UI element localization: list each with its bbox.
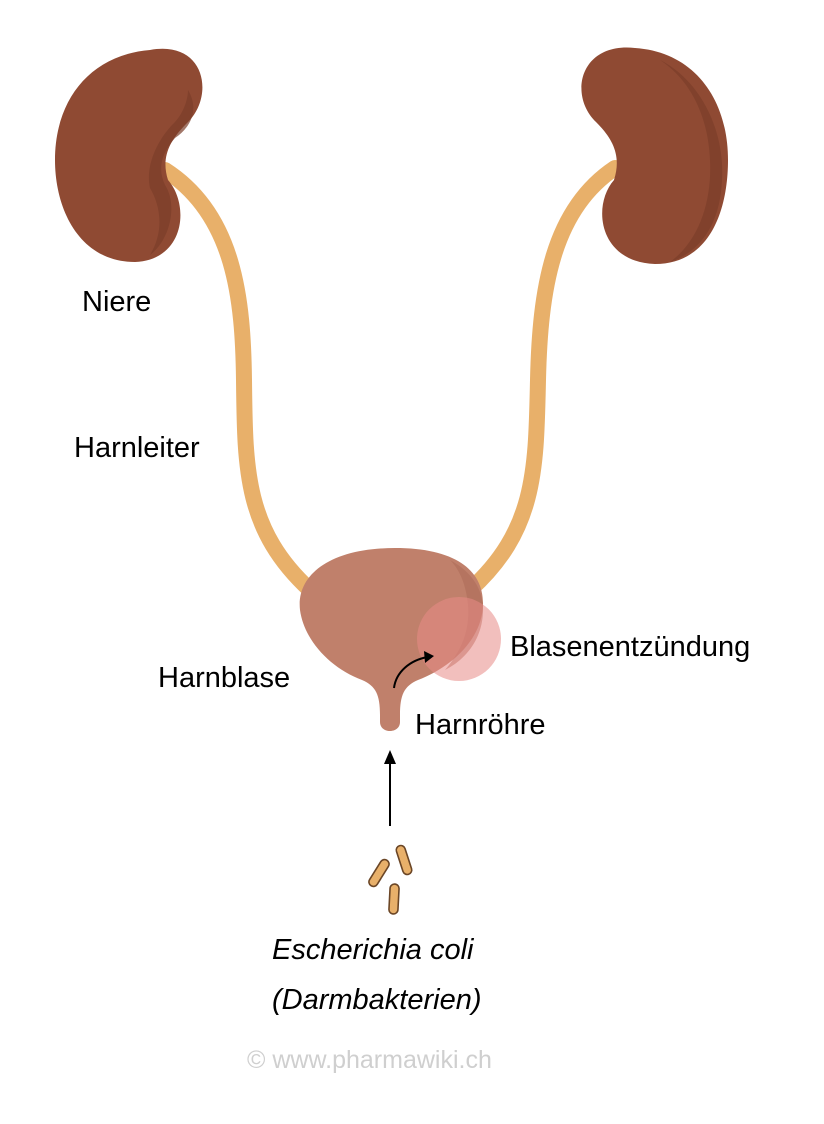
curved-arrow	[393, 651, 434, 689]
right-kidney	[581, 47, 728, 265]
left-kidney	[55, 48, 203, 262]
ureter-label: Harnleiter	[74, 432, 200, 464]
right-ureter	[462, 160, 623, 598]
bacterium	[395, 844, 413, 876]
urethra-label: Harnröhre	[415, 709, 546, 741]
bladder-label: Harnblase	[158, 662, 291, 694]
left-ureter	[157, 162, 318, 598]
inflammation-spot	[417, 597, 501, 681]
watermark: © www.pharmawiki.ch	[247, 1046, 492, 1074]
bacterium	[388, 883, 400, 915]
bacteria-label-line2: (Darmbakterien)	[272, 984, 482, 1016]
bacterium	[368, 858, 390, 888]
bacteria-group	[368, 844, 413, 915]
inflammation-label: Blasenentzündung	[510, 631, 751, 663]
upward-arrow	[384, 750, 396, 826]
bacteria-label-line1: Escherichia coli	[272, 934, 474, 966]
kidney-label: Niere	[82, 286, 152, 318]
